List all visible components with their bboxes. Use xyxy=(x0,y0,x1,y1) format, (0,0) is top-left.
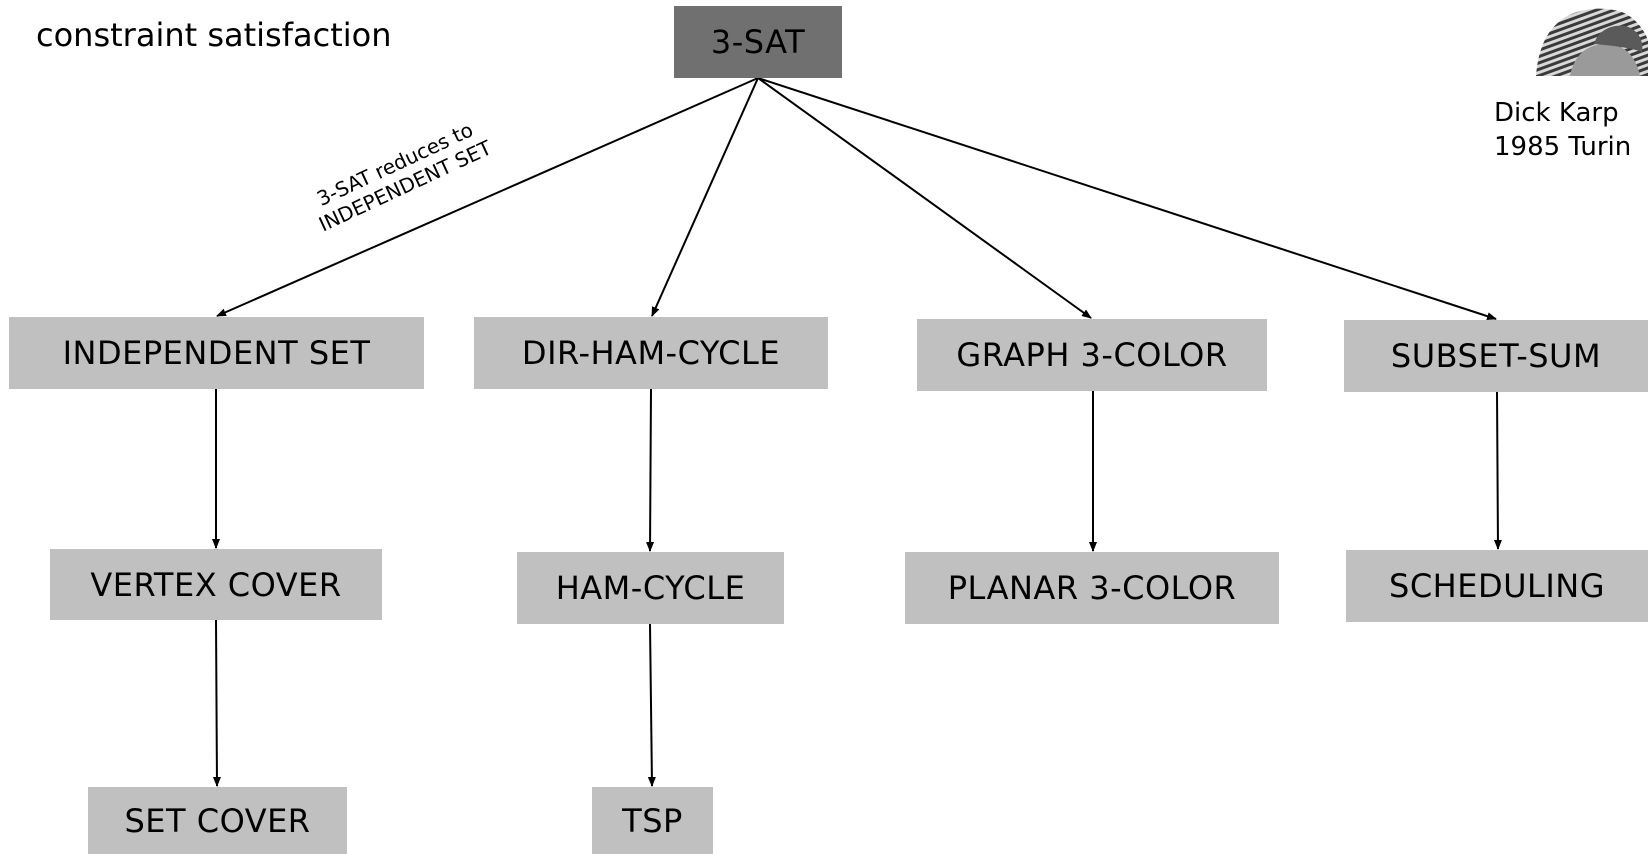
edge-ham-cycle-to-tsp xyxy=(647,623,656,787)
node-subset-sum: SUBSET-SUM xyxy=(1344,320,1648,392)
portrait-image xyxy=(1532,0,1648,76)
portrait-photo xyxy=(1532,0,1648,76)
edge-subset-sum-to-scheduling xyxy=(1493,391,1502,550)
node-independent-set: INDEPENDENT SET xyxy=(9,317,424,389)
node-3-sat: 3-SAT xyxy=(674,6,842,78)
node-tsp: TSP xyxy=(592,787,713,854)
heading: constraint satisfaction xyxy=(36,16,392,54)
edge-3sat-to-graph-3-color xyxy=(757,77,1092,319)
edge-dir-ham-cycle-to-ham-cycle xyxy=(646,388,655,552)
node-graph-3-color: GRAPH 3-COLOR xyxy=(917,319,1267,391)
photo-caption: Dick Karp 1985 Turin xyxy=(1494,96,1631,164)
edge-vertex-cover-to-set-cover xyxy=(212,619,221,787)
node-set-cover: SET COVER xyxy=(88,787,347,854)
edge-3sat-to-subset-sum xyxy=(757,77,1497,321)
node-scheduling: SCHEDULING xyxy=(1346,550,1648,622)
edge-3sat-to-independent-set xyxy=(216,77,759,317)
caption-name: Dick Karp xyxy=(1494,98,1619,128)
node-vertex-cover: VERTEX COVER xyxy=(50,549,382,620)
caption-award: 1985 Turin xyxy=(1494,132,1632,162)
node-dir-ham-cycle: DIR-HAM-CYCLE xyxy=(474,317,828,389)
node-ham-cycle: HAM-CYCLE xyxy=(517,552,784,624)
node-planar-3-color: PLANAR 3-COLOR xyxy=(905,552,1279,624)
edge-3sat-to-dir-ham-cycle xyxy=(651,77,759,317)
